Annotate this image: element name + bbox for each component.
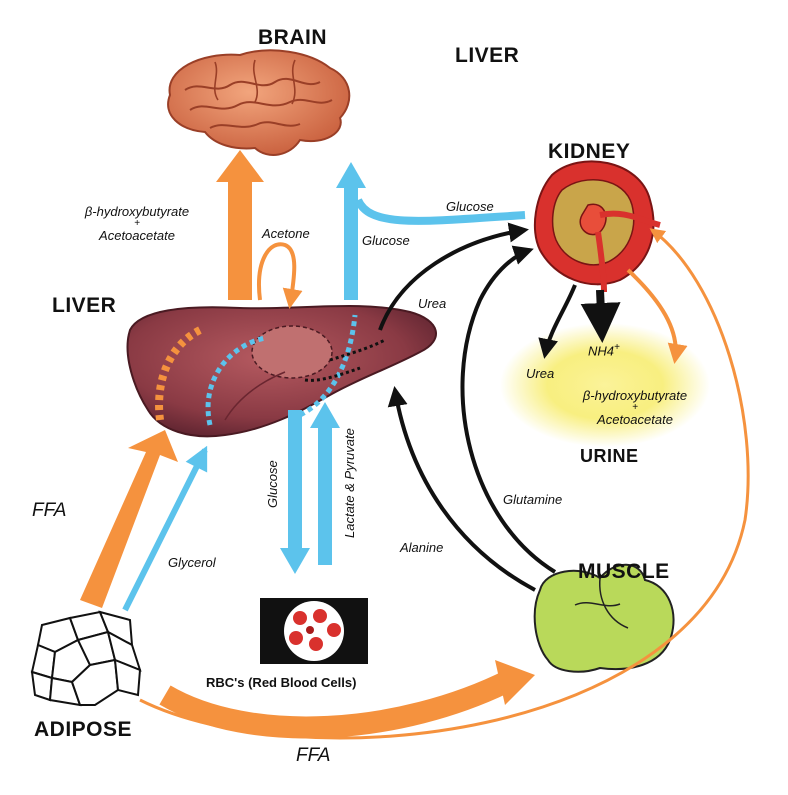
arrow-liver-to-brain-ketones [216,150,264,300]
glucose-brain-label: Glucose [362,233,410,248]
brain-icon [167,49,351,156]
liver-internal-dotted-blue [205,314,358,426]
rbc-icon [260,598,368,664]
kidney-label: KIDNEY [548,140,631,163]
ketones-plus: + [134,218,140,229]
ketones-line2: Acetoacetate [99,228,175,243]
urine-ketones-line1: β-hydroxybutyrate [582,388,688,403]
arrow-adipose-to-liver-ffa [80,430,178,608]
arrow-muscle-to-liver-alanine [387,386,536,592]
liver-top-label: LIVER [455,44,520,67]
ketones-line1: β-hydroxybutyrate [84,204,190,219]
arrow-kidney-glucose [354,198,526,225]
glutamine-label: Glutamine [503,492,563,507]
arrow-adipose-to-muscle-ffa [159,670,515,739]
alanine-label: Alanine [400,540,444,555]
arrow-liver-to-kidney-urea [378,222,529,331]
arrow-rbc-to-liver-lactate [310,402,340,565]
brain-label: BRAIN [258,26,327,49]
nh4-label: NH4+ [588,342,620,358]
ffa-muscle-label: FFA [296,745,331,766]
adipose-icon [30,610,142,707]
rbc-label: RBC's (Red Blood Cells) [206,675,357,690]
urine-label: URINE [580,446,639,466]
urine-ketones-plus: + [632,402,638,413]
arrow-adipose-to-kidney-thin [139,228,750,740]
adipose-label: ADIPOSE [34,718,133,741]
liver-internal-dotted-black [304,338,386,382]
ffa-liver-label: FFA [32,500,67,521]
acetone-label: Acetone [262,226,310,241]
arrow-kidney-to-urine-urea [538,284,577,359]
liver-internal-dotted-orange [155,326,202,421]
urine-ketones-label: β-hydroxybutyrate + Acetoacetate [555,388,715,427]
arrow-head-muscle-ffa [495,660,535,705]
urea-kidney-label: Urea [418,296,447,311]
nh4-sup: + [614,342,620,353]
urea-urine-label: Urea [526,366,555,381]
arrow-kidney-to-urine-ketones [626,268,688,364]
arrow-kidney-to-urine-nh4 [580,289,621,343]
liver-label: LIVER [52,294,117,317]
arrow-acetone [257,242,303,309]
arrow-liver-to-brain-glucose [336,162,366,300]
arrow-adipose-to-liver-glycerol [122,445,208,612]
glucose-kidney-label: Glucose [446,199,494,214]
nh4-text: NH4 [588,343,615,359]
glucose-rbc-label: Glucose [265,460,280,508]
lactate-pyruvate-label: Lactate & Pyruvate [342,428,357,538]
liver-icon [126,305,437,438]
arrow-muscle-to-kidney-glutamine [460,245,557,574]
arrow-liver-to-rbc-glucose [280,410,310,574]
kidney-icon [533,160,661,293]
ketones-label: β-hydroxybutyrate + Acetoacetate [62,204,212,243]
urine-ketones-line2: Acetoacetate [597,412,673,427]
glycerol-label: Glycerol [168,555,216,570]
muscle-label: MUSCLE [578,560,670,583]
